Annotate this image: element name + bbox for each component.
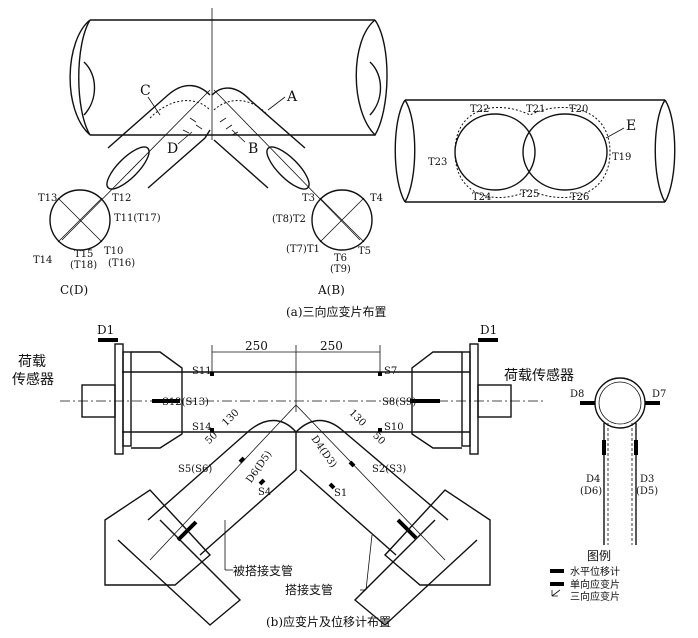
label-E: E (626, 118, 636, 134)
gauge-T5: T5 (358, 246, 371, 257)
dim-250-left: 250 (245, 339, 268, 353)
gauge-T24: T24 (472, 192, 491, 203)
gauge-T3-label: T3 (302, 193, 315, 204)
section-circle-left: T13 T12 T11(T17) T14 T15 (T18) T10 (T16)… (33, 189, 161, 297)
S1: S1 (334, 488, 347, 499)
gauge-T21: T21 (526, 104, 545, 115)
gauge-T9: (T9) (330, 264, 351, 275)
gauge-T15: T15 (74, 249, 93, 260)
caption-CD: C(D) (60, 283, 88, 297)
S12: S12(S13) (162, 397, 209, 408)
label-A: A (286, 89, 298, 105)
gauge-T18: (T18) (70, 260, 97, 271)
gauge-T11: T11(T17) (114, 213, 161, 224)
S4: S4 (258, 487, 271, 498)
overlapping-brace-label: 搭接支管 (285, 582, 333, 597)
gauge-T10: T10 (104, 246, 123, 257)
S7: S7 (384, 366, 397, 377)
caption-b: (b)应变片及位移计布置 (266, 614, 391, 629)
D7: D7 (652, 389, 666, 400)
D8: D8 (570, 389, 584, 400)
S2: S2(S3) (372, 464, 406, 475)
load-cell-left-2: 传感器 (12, 371, 54, 388)
legend-item-1: 水平位移计 (570, 565, 620, 578)
legend-item-2: 单向应变片 (570, 578, 620, 591)
load-cell-left-1: 荷载 (18, 354, 46, 370)
D4: D4(D3) (309, 434, 339, 470)
label-C: C (140, 83, 151, 99)
gauge-T13: T13 (38, 193, 57, 204)
gauge-T6: T6 (334, 253, 347, 264)
side-D4: D4 (586, 474, 600, 485)
gauge-T26: T26 (570, 192, 589, 203)
gauge-T4: T4 (370, 193, 383, 204)
gauge-T20: T20 (569, 104, 588, 115)
S14: S14 (192, 422, 212, 433)
caption-AB: A(B) (317, 283, 345, 297)
gauge-T22: T22 (470, 104, 489, 115)
caption-a: (a)三向应变片布置 (286, 304, 387, 319)
D1-right: D1 (480, 323, 497, 337)
gauge-T23: T23 (428, 157, 447, 168)
gauge-T16: (T16) (108, 258, 135, 269)
S8: S8(S9) (382, 397, 416, 408)
S10: S10 (384, 422, 404, 433)
legend-item-3: 三向应变片 (570, 590, 620, 603)
load-cell-right: 荷载传感器 (504, 367, 574, 384)
legend-title: 图例 (587, 549, 611, 563)
top-right-plan: T22 T21 T20 T23 T19 T24 T25 T26 E (394, 99, 676, 203)
overlapped-brace-label: 被搭接支管 (233, 563, 293, 578)
side-view: D8 D7 D4 (D6) D3 (D5) (570, 377, 666, 545)
legend: 图例 水平位移计 单向应变片 三向应变片 (550, 549, 620, 603)
gauge-T2: (T8)T2 (272, 214, 306, 225)
S11: S11 (192, 366, 212, 377)
label-B: B (248, 141, 258, 157)
gauge-T1: (T7)T1 (286, 244, 320, 255)
side-D3: D3 (640, 474, 654, 485)
top-left-joint: C A D B (61, 8, 388, 241)
S5: S5(S6) (178, 464, 212, 475)
bottom-setup: 250 250 D1 D1 荷载 传感器 荷载传感器 S11 S7 S12(S1… (12, 323, 574, 626)
dim-250-right: 250 (320, 339, 343, 353)
gauge-T25: T25 (520, 189, 539, 200)
gauge-T12: T12 (112, 193, 131, 204)
gauge-T14: T14 (33, 255, 52, 266)
side-D5: (D5) (636, 486, 658, 497)
dim-130-right: 130 (347, 408, 368, 429)
label-D: D (167, 141, 178, 157)
side-D6: (D6) (580, 486, 602, 497)
D1-left: D1 (97, 323, 114, 337)
section-circle-right: T22 T3 T4 (T8)T2 (T7)T1 T6 (T9) T5 A(B) (272, 189, 383, 297)
dim-130-left: 130 (220, 407, 241, 428)
gauge-T19: T19 (612, 152, 631, 163)
